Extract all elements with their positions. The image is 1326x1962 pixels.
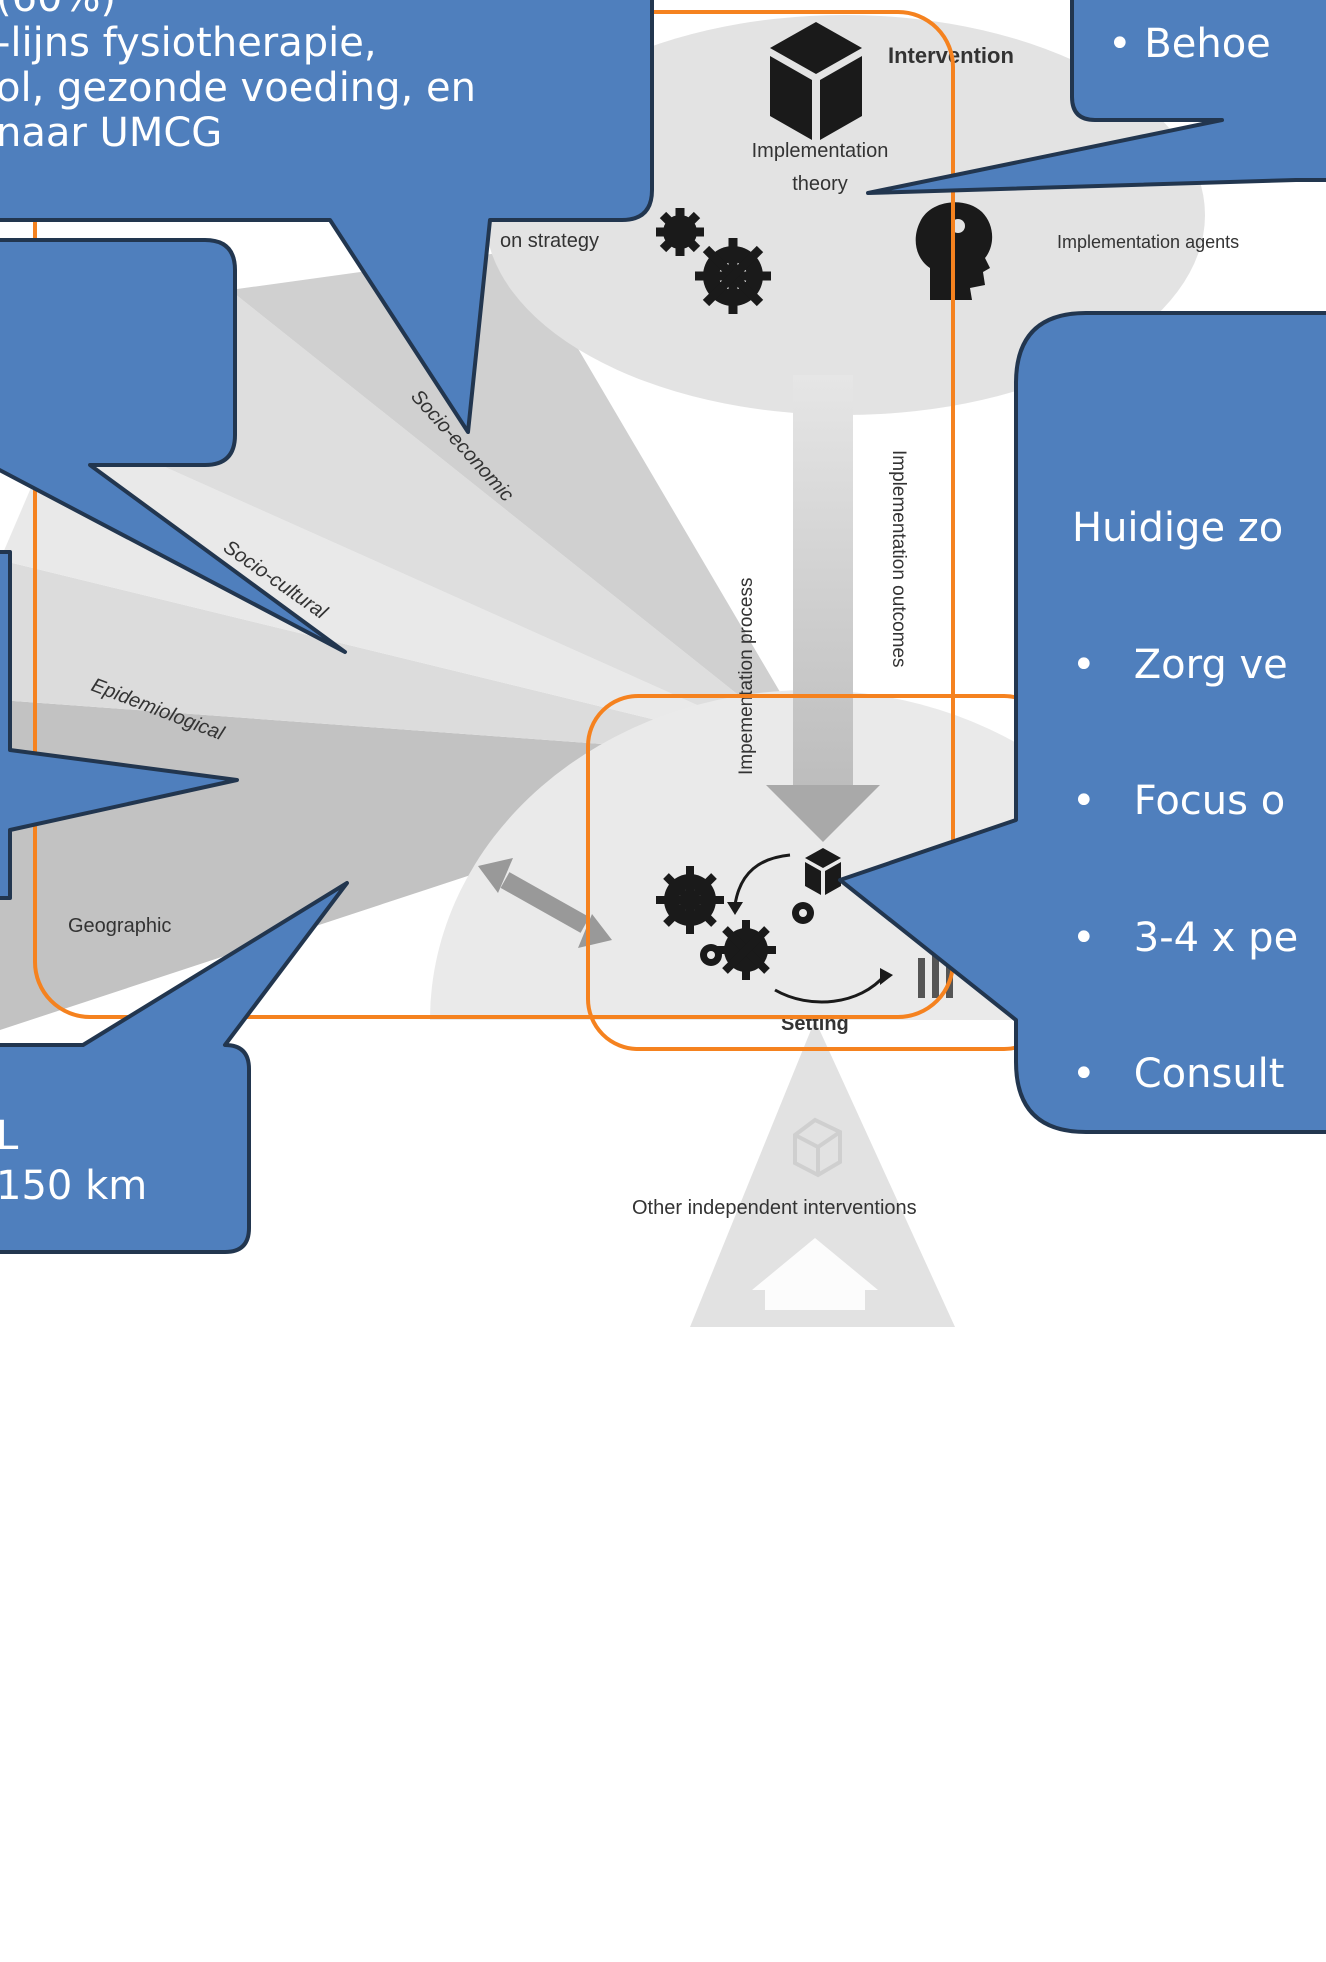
label-implementation-theory-2: theory bbox=[792, 173, 848, 195]
callout-line: L bbox=[0, 1113, 19, 1159]
callout-top-left-shape bbox=[0, 0, 654, 434]
callout-top-left-text: (60%) -lijns fysiotherapie, ol, gezonde … bbox=[0, 0, 476, 156]
up-arrow bbox=[752, 1238, 878, 1310]
callout-line: maatsch bbox=[1072, 1187, 1308, 1234]
callout-line: • Wachttij bbox=[1072, 1733, 1297, 1780]
callout-mid-left-shape bbox=[0, 238, 347, 654]
callout-left-lower-shape bbox=[0, 550, 239, 900]
callout-line: 150 km bbox=[0, 1163, 148, 1209]
callout-line: • Focus o bbox=[1072, 778, 1286, 824]
box-outline-icon bbox=[793, 1117, 842, 1178]
callout-line: naar UMCG bbox=[0, 110, 223, 156]
intervention-box-icon bbox=[770, 22, 862, 140]
callout-right-text: Huidige zo • Zorg ve • Focus o • 3-4 x p… bbox=[1072, 415, 1318, 1962]
callout-top-right-shape bbox=[866, 0, 1326, 195]
callout-line: ol, gezonde voeding, en bbox=[0, 65, 476, 111]
gears-icon bbox=[656, 208, 771, 314]
sector-label-geographic: Geographic bbox=[68, 915, 171, 937]
callout-bottom-left-shape bbox=[0, 881, 349, 1254]
callout-top-right-text: • Behoe bbox=[1108, 22, 1271, 67]
label-implementation-strategy: on strategy bbox=[500, 230, 599, 252]
callout-line: -lijns fysiotherapie, bbox=[0, 20, 377, 66]
label-implementation-process: Impementation process bbox=[736, 578, 757, 776]
label-other-interventions: Other independent interventions bbox=[632, 1197, 917, 1219]
intervention-ellipse bbox=[485, 15, 1205, 415]
sector-upper-shape bbox=[230, 250, 820, 760]
callout-line: • Zorg ve bbox=[1072, 641, 1288, 688]
label-implementation-outcomes: Implementation outcomes bbox=[888, 450, 909, 668]
callout-shapes bbox=[0, 0, 1326, 1254]
callout-right-shape bbox=[838, 311, 1326, 1134]
setting-gears-icon bbox=[656, 866, 814, 980]
sector-socio-cultural-shape bbox=[0, 420, 820, 760]
callout-line: • Lev bbox=[1072, 1870, 1319, 1916]
callout-line: • Consult bbox=[1072, 1051, 1285, 1097]
implementation-framework-diagram: Intervention Implementation theory on st… bbox=[0, 0, 1326, 1327]
label-implementation-theory-1: Implementation bbox=[752, 140, 889, 162]
label-implementation-agents: Implementation agents bbox=[1057, 232, 1239, 252]
callout-bottom-left-text: L 150 km bbox=[0, 1111, 147, 1211]
setting-box-icon bbox=[805, 848, 841, 895]
callout-line: • Behoe bbox=[1108, 21, 1271, 67]
sector-socio-economic-shape bbox=[60, 290, 820, 760]
process-column bbox=[793, 375, 853, 785]
callout-line: • 3-4 x pe bbox=[1072, 914, 1299, 961]
callout-line: • Fysiothe bbox=[1072, 1324, 1299, 1370]
callout-line: Transplant bbox=[1072, 1460, 1280, 1507]
callout-line: Huidige zo bbox=[1072, 505, 1284, 551]
callout-line: • Screenin bbox=[1072, 1597, 1296, 1643]
process-arrowhead bbox=[766, 785, 880, 842]
callout-line: (60%) bbox=[0, 0, 476, 21]
